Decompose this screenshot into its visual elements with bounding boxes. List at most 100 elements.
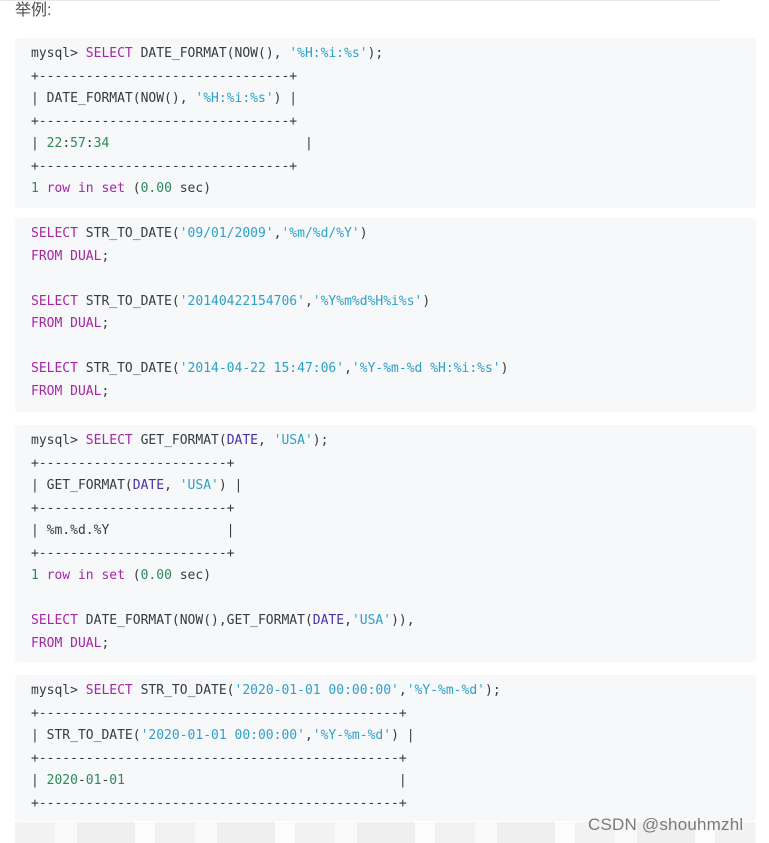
code-line: FROM DUAL; — [31, 381, 740, 404]
code-token: , — [344, 613, 352, 628]
code-token: SELECT — [85, 683, 133, 698]
code-line: | DATE_FORMAT(NOW(), '%H:%i:%s') | — [31, 88, 740, 111]
code-line: mysql> SELECT GET_FORMAT(DATE, 'USA'); — [31, 430, 740, 453]
code-token: row — [46, 181, 71, 196]
code-token: GET_FORMAT( — [132, 433, 227, 448]
code-token: SELECT — [31, 226, 78, 241]
code-block-get-format: mysql> SELECT GET_FORMAT(DATE, 'USA'); +-… — [15, 425, 756, 662]
code-line: mysql> SELECT DATE_FORMAT(NOW(), '%H:%i:… — [31, 43, 740, 66]
code-token: ); — [485, 683, 501, 698]
code-token: mysql> — [31, 683, 86, 698]
code-line — [31, 588, 740, 611]
code-token: +---------------------------------------… — [31, 705, 407, 721]
code-line: +--------------------------------+ — [31, 156, 740, 179]
code-token: | GET_FORMAT( — [31, 478, 133, 493]
code-token: , — [258, 433, 274, 448]
watermark: CSDN @shouhmzhl — [588, 815, 744, 834]
code-token: ; — [101, 248, 110, 264]
code-token: ) | — [218, 478, 243, 493]
code-token: DUAL — [70, 316, 102, 331]
code-token: ) — [422, 293, 431, 309]
code-line: | %m.%d.%Y | — [31, 520, 740, 543]
code-token: : — [85, 136, 94, 151]
code-token: set — [101, 181, 125, 196]
code-token: ) | — [273, 91, 298, 106]
code-token: +------------------------+ — [31, 455, 235, 471]
code-token: 01 — [85, 773, 102, 788]
code-line: +------------------------+ — [31, 543, 740, 566]
code-line: +------------------------+ — [31, 453, 740, 476]
code-token: FROM — [31, 316, 63, 331]
code-token: '2014-04-22 15:47:06' — [179, 361, 345, 376]
code-token: 0.00 — [140, 568, 172, 583]
code-line: mysql> SELECT STR_TO_DATE('2020-01-01 00… — [31, 680, 740, 703]
code-token: STR_TO_DATE( — [77, 293, 180, 309]
code-token: ; — [101, 635, 110, 651]
code-token: '%Y-%m-%d' — [312, 728, 392, 743]
code-token: mysql> — [31, 433, 86, 448]
code-token: : — [62, 136, 71, 151]
code-token: sec) — [171, 181, 212, 196]
code-token: ) | — [391, 728, 415, 743]
code-token: , — [304, 293, 313, 309]
code-token: SELECT — [85, 46, 141, 61]
code-token: FROM — [31, 248, 63, 264]
code-line: 1 row in set (0.00 sec) — [31, 565, 740, 588]
code-token: 1 — [31, 181, 39, 196]
code-token: set — [101, 568, 125, 583]
code-token: '%m/%d/%Y' — [281, 226, 360, 241]
code-token: ); — [367, 46, 384, 61]
code-line: +---------------------------------------… — [31, 703, 740, 726]
code-token: 1 — [31, 568, 39, 583]
code-token: '%H:%i:%s' — [289, 46, 368, 61]
code-token: '%Y%m%d%H%i%s' — [312, 293, 423, 309]
code-token: '%Y-%m-%d %H:%i:%s' — [351, 361, 501, 376]
code-token: , — [398, 683, 407, 698]
code-token: '%Y-%m-%d' — [406, 683, 485, 698]
code-line: FROM DUAL; — [31, 633, 740, 656]
code-token: 34 — [93, 136, 110, 151]
code-token: sec) — [171, 568, 212, 583]
code-token: | — [124, 773, 407, 788]
code-block-str-to-date: SELECT STR_TO_DATE('09/01/2009','%m/%d/%… — [15, 218, 756, 412]
code-token: in — [77, 568, 94, 583]
code-line: 1 row in set (0.00 sec) — [31, 178, 740, 201]
code-token: +---------------------------------------… — [31, 795, 407, 811]
code-token: +--------------------------------+ — [31, 158, 298, 174]
code-token — [62, 636, 70, 651]
code-token: '20140422154706' — [179, 293, 305, 309]
code-token: 57 — [70, 136, 86, 151]
code-line: SELECT DATE_FORMAT(NOW(),GET_FORMAT(DATE… — [31, 610, 740, 633]
code-line: SELECT STR_TO_DATE('09/01/2009','%m/%d/%… — [31, 223, 740, 246]
code-token: +------------------------+ — [31, 500, 235, 516]
code-token: DATE_FORMAT(NOW(), — [140, 46, 290, 61]
code-token: DUAL — [70, 248, 102, 264]
code-line: FROM DUAL; — [31, 313, 740, 336]
code-token: SELECT — [85, 433, 133, 448]
code-token: DATE — [132, 478, 165, 493]
code-token: ; — [101, 383, 110, 399]
code-token — [62, 384, 70, 399]
code-line: +---------------------------------------… — [31, 793, 740, 816]
code-line — [31, 336, 740, 359]
code-token: 'USA' — [351, 613, 392, 628]
code-line: FROM DUAL; — [31, 246, 740, 269]
code-token: +--------------------------------+ — [31, 113, 298, 129]
code-token: '2020-01-01 00:00:00' — [234, 683, 399, 698]
code-line — [31, 268, 740, 291]
code-token: 2020 — [46, 773, 78, 788]
code-token: 01 — [109, 773, 125, 788]
code-token — [39, 181, 47, 196]
code-token: STR_TO_DATE( — [132, 683, 235, 698]
code-token: , — [304, 728, 313, 743]
code-line: SELECT STR_TO_DATE('2014-04-22 15:47:06'… — [31, 358, 740, 381]
code-line: | 22:57:34 | — [31, 133, 740, 156]
code-token: '2020-01-01 00:00:00' — [140, 728, 305, 743]
code-token: , — [273, 226, 282, 241]
code-token: DUAL — [70, 383, 102, 399]
code-token: ) — [500, 361, 509, 376]
code-token: - — [77, 773, 86, 788]
code-token — [70, 181, 78, 196]
code-token: | STR_TO_DATE( — [31, 728, 141, 743]
code-token: ( — [124, 568, 141, 583]
